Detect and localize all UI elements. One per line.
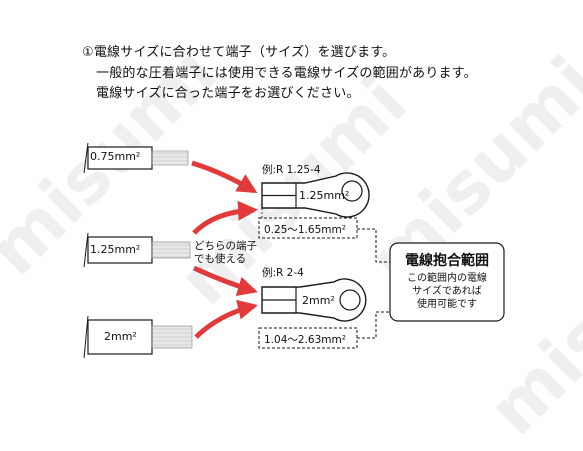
instruction-line-3: 電線サイズに合った端子をお選びください。 bbox=[96, 86, 360, 101]
callout-body-line-1: この範囲内の電線 bbox=[407, 273, 487, 284]
callout-box bbox=[389, 242, 505, 322]
leader-line-top bbox=[357, 228, 390, 263]
terminal-size-1: 1.25mm² bbox=[299, 189, 350, 202]
wire-label-0-75: 0.75mm² bbox=[90, 150, 141, 163]
diagram-svg bbox=[83, 142, 505, 359]
wire-2 bbox=[83, 315, 193, 359]
instruction-line-2: 一般的な圧着端子には使用できる電線サイズの範囲があります。 bbox=[96, 66, 477, 81]
wire-label-2: 2mm² bbox=[104, 330, 137, 343]
diagram-canvas: misumi misumi misumi misumi ①電線サイズに合わせて端… bbox=[0, 31, 583, 451]
terminal-r-2-4 bbox=[258, 278, 367, 349]
arrow-2-to-2 bbox=[194, 299, 258, 339]
callout-title: 電線抱合範囲 bbox=[405, 253, 489, 269]
instruction-line-1: ①電線サイズに合わせて端子（サイズ）を選びます。 bbox=[82, 45, 396, 60]
arrow-075-to-125 bbox=[191, 160, 258, 194]
arrow-125-to-2 bbox=[192, 265, 258, 296]
leader-line-bottom bbox=[357, 311, 390, 339]
terminal-r-1-25 bbox=[258, 172, 370, 239]
callout-body: この範囲内の電線 サイズであれば 使用可能です bbox=[390, 272, 504, 311]
terminal-size-2: 2mm² bbox=[302, 294, 335, 307]
both-usable-note: どちらの端子 でも使える bbox=[194, 240, 257, 266]
callout-body-line-3: 使用可能です bbox=[417, 299, 477, 310]
terminal-model-2: 例:R 2-4 bbox=[262, 267, 304, 279]
both-usable-note-line-2: でも使える bbox=[194, 253, 247, 265]
callout-body-line-2: サイズであれば bbox=[412, 286, 482, 297]
both-usable-note-line-1: どちらの端子 bbox=[194, 240, 257, 252]
wire-label-1-25: 1.25mm² bbox=[90, 243, 141, 256]
wire-1-25 bbox=[83, 232, 191, 268]
terminal-model-1: 例:R 1.25-4 bbox=[262, 164, 321, 176]
terminal-range-2: 1.04～2.63mm² bbox=[264, 334, 346, 346]
arrow-125-to-125 bbox=[192, 200, 258, 235]
wire-0-75 bbox=[83, 142, 189, 174]
terminal-range-1: 0.25～1.65mm² bbox=[264, 224, 346, 236]
